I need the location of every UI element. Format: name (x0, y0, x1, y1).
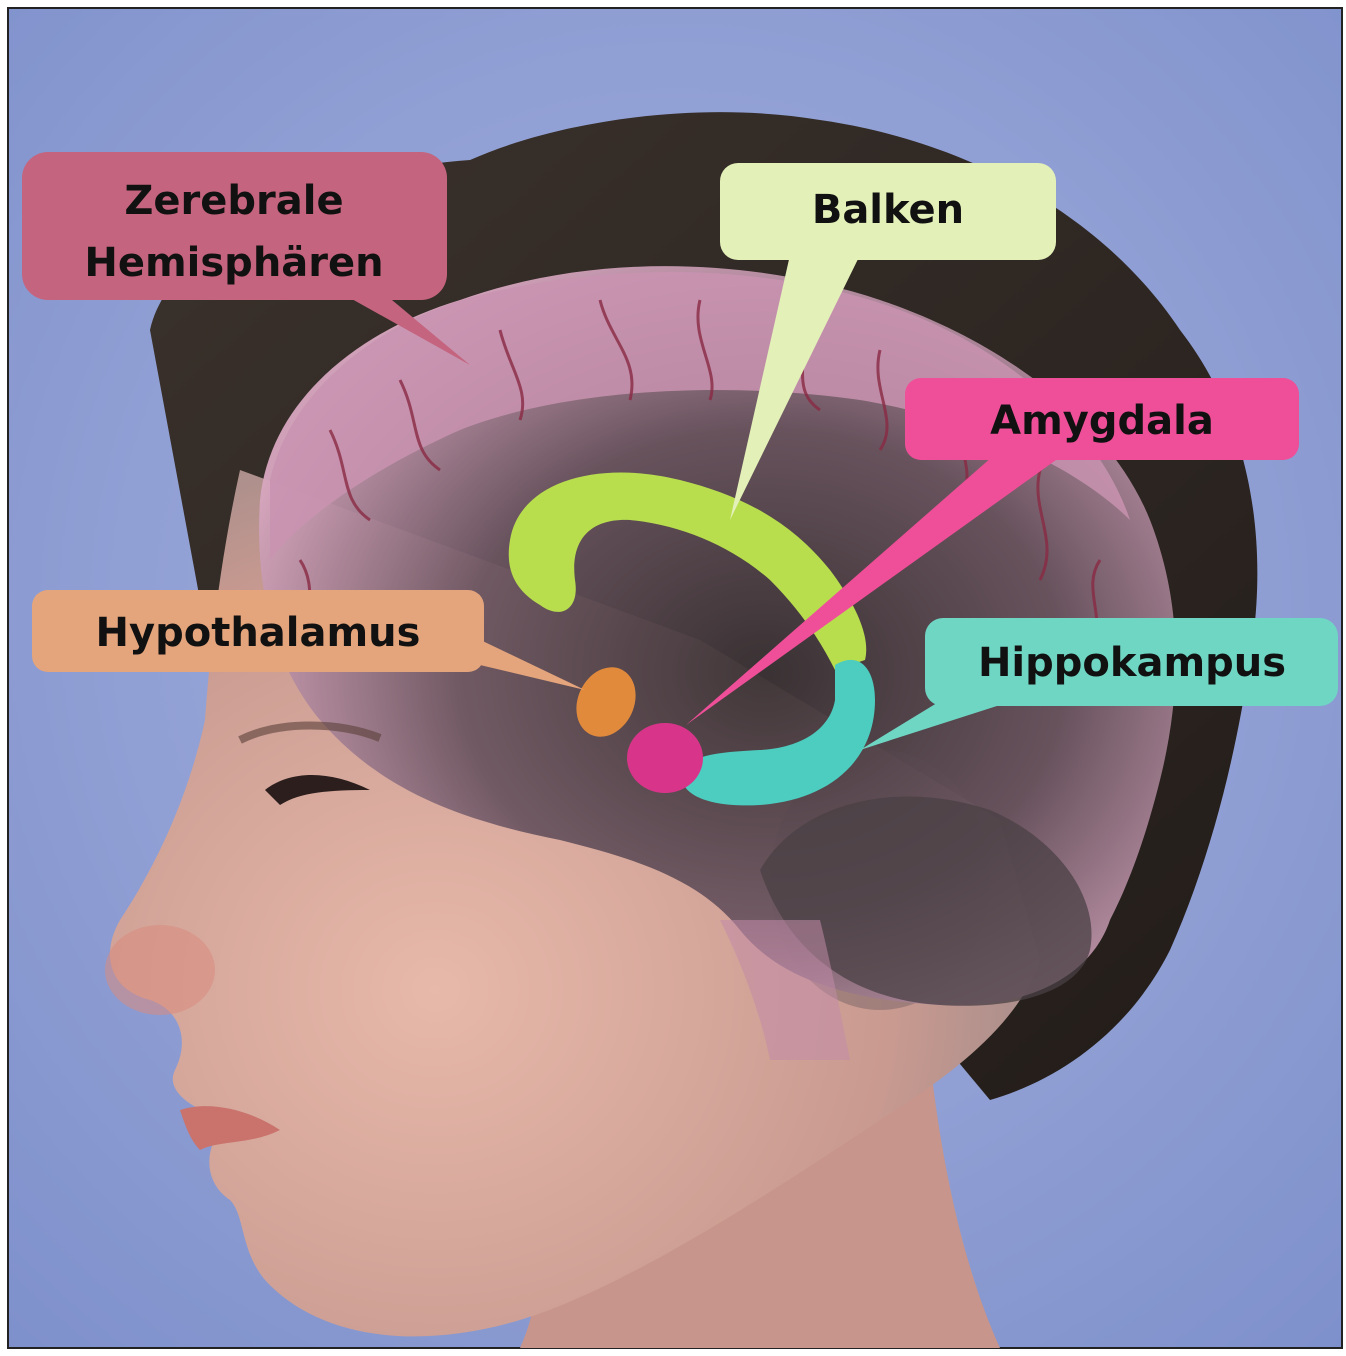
nose (105, 925, 215, 1015)
callout-cerebral-line1: Zerebrale (124, 178, 343, 224)
callout-hippokampus-text: Hippokampus (978, 640, 1286, 686)
callout-amygdala-text: Amygdala (990, 398, 1214, 444)
callout-hypothalamus-text: Hypothalamus (96, 610, 421, 656)
callout-cerebral-line2: Hemisphären (84, 240, 383, 286)
amygdala-structure (627, 723, 703, 793)
callout-balken-text: Balken (812, 187, 964, 233)
